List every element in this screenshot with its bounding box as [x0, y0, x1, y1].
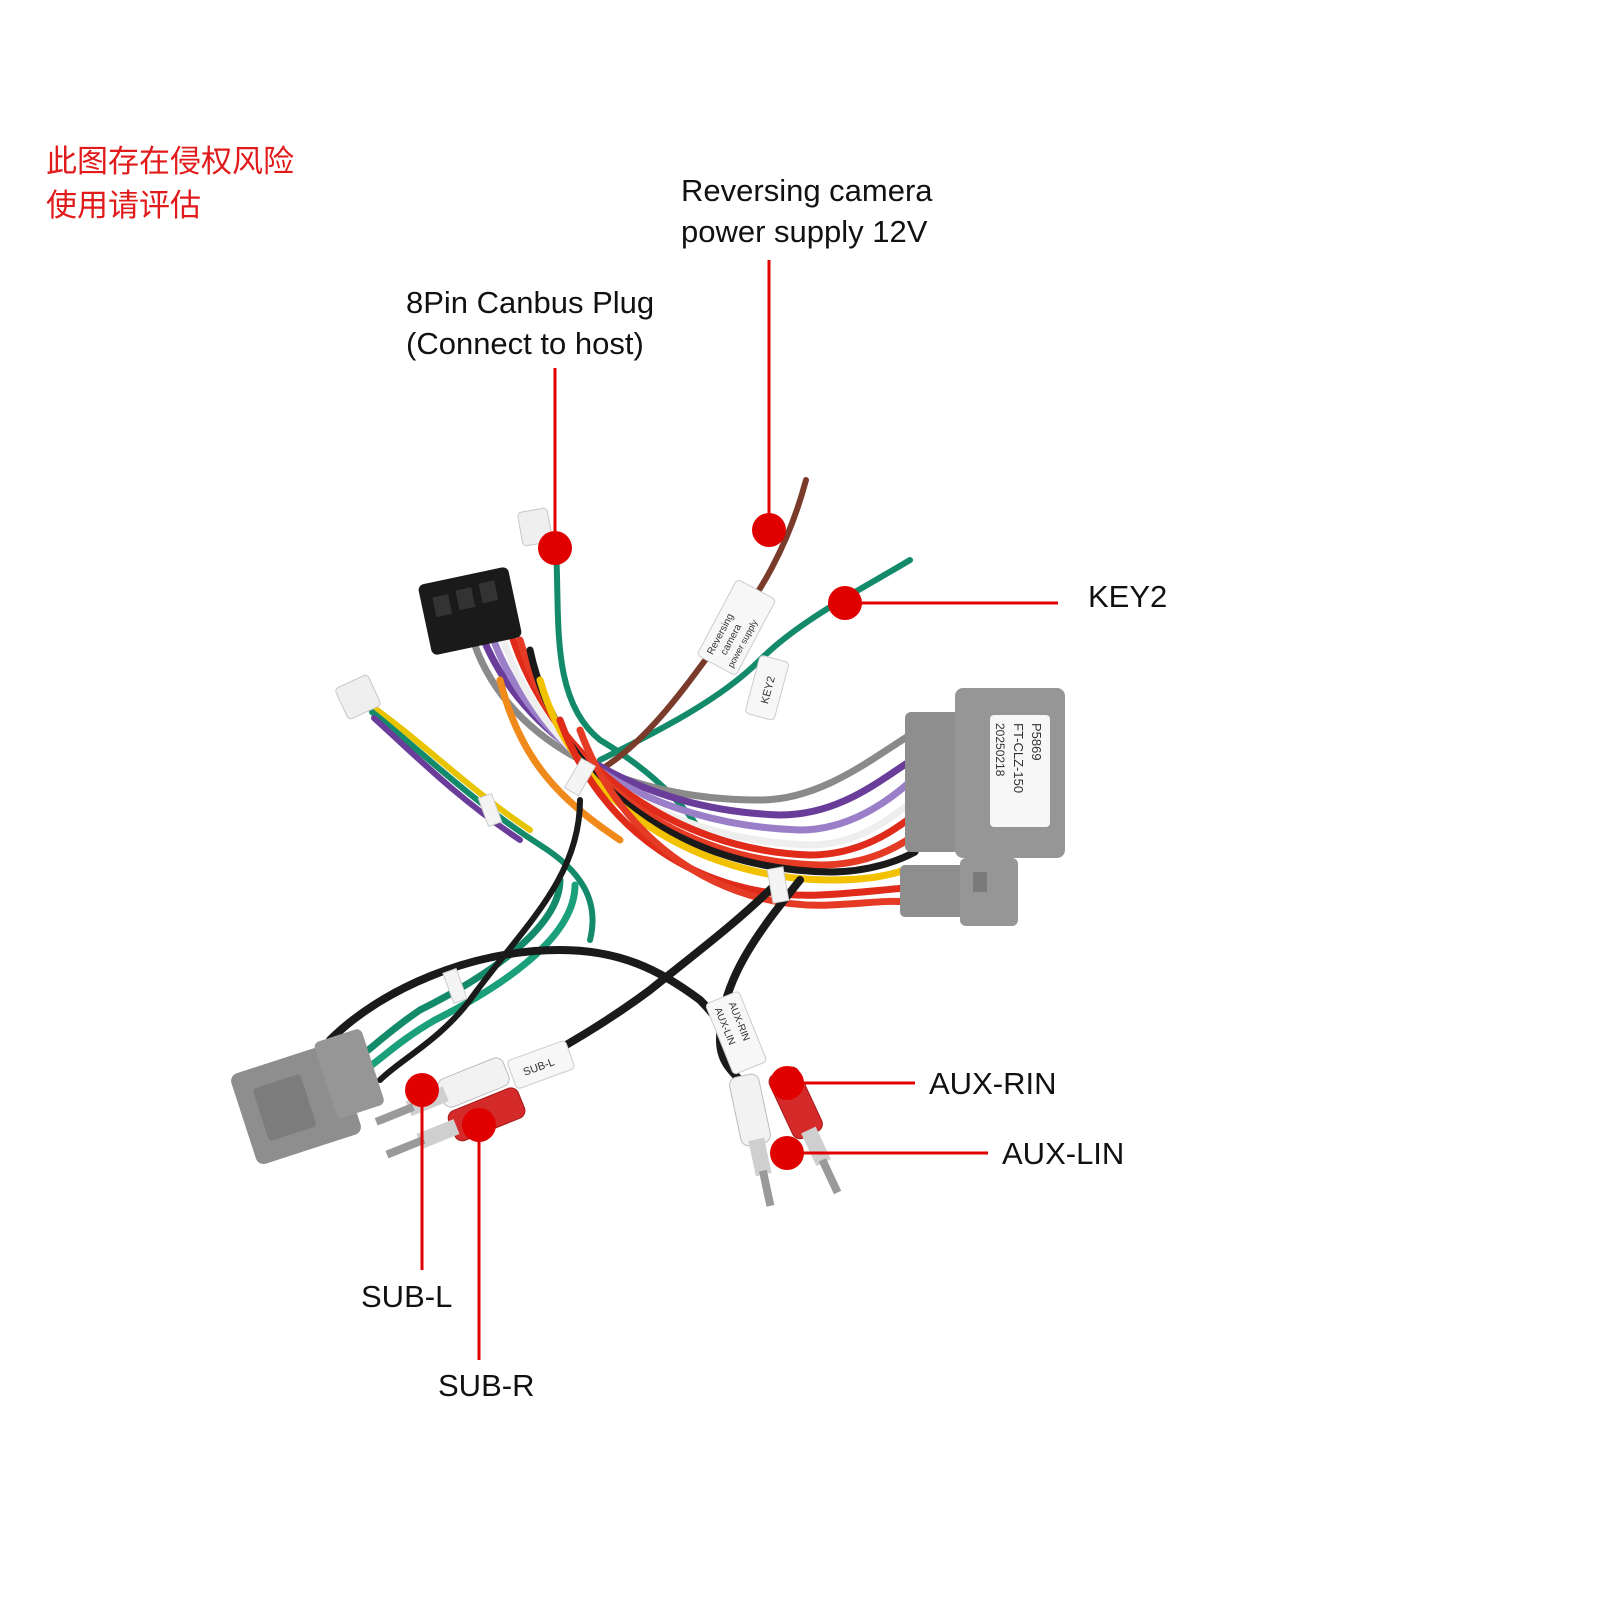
sub-r-label: SUB-R — [438, 1368, 535, 1403]
canbus-plug-label: 8Pin Canbus Plug (Connect to host) — [406, 282, 654, 364]
canbus-plug-label-line1: 8Pin Canbus Plug — [406, 285, 655, 320]
risk-watermark-line2: 使用请评估 — [46, 188, 201, 224]
key2-wire-tag: KEY2 — [745, 655, 789, 721]
green-to-bottom-conn-2 — [361, 881, 579, 1074]
cable-tie — [766, 866, 790, 904]
sub-r-callout-dot — [462, 1108, 496, 1142]
left-white-conn-green — [369, 709, 596, 943]
connector-label-line3: 20250218 — [993, 723, 1007, 777]
aux-wire-tag: AUX-RIN AUX-LIN — [705, 991, 767, 1075]
aux-rin-callout-dot — [770, 1066, 804, 1100]
harness-orange-wire — [496, 676, 624, 844]
cable-tie — [477, 792, 503, 828]
aux-lin-rca-plug — [729, 1073, 775, 1207]
bottom-gray-connector — [231, 1029, 384, 1165]
aux-rin-label: AUX-RIN — [929, 1066, 1057, 1101]
harness-violet-wire — [476, 626, 916, 819]
canbus-plug-label-line2: (Connect to host) — [406, 326, 644, 361]
cable-tie — [442, 967, 468, 1005]
connector-label-line1: P5869 — [1029, 723, 1044, 761]
camera-power-label-line2: power supply 12V — [681, 214, 928, 249]
harness-purple-wire — [486, 626, 916, 834]
sub-l-wire-tag: SUB-L — [507, 1040, 575, 1089]
key2-label: KEY2 — [1088, 579, 1168, 614]
canbus-callout-dot — [538, 531, 572, 565]
left-white-conn-yellow — [367, 702, 533, 833]
left-white-plug — [335, 674, 381, 720]
harness-gray-wire-1 — [466, 626, 914, 804]
small-gray-connector — [900, 858, 1018, 926]
left-white-conn-violet — [371, 715, 523, 843]
harness-white-wire — [496, 626, 918, 849]
aux-lin-label: AUX-LIN — [1002, 1136, 1125, 1171]
aux-lin-callout-dot — [770, 1136, 804, 1170]
green-to-bottom-conn-1 — [351, 876, 564, 1064]
sub-l-callout-dot — [405, 1073, 439, 1107]
reversing-wire-tag: Reversing camera power supply — [697, 579, 776, 675]
sub-l-label: SUB-L — [361, 1279, 453, 1314]
cable-tie — [563, 757, 597, 797]
risk-watermark: 此图存在侵权风险 使用请评估 — [46, 140, 294, 228]
cable-ties — [442, 757, 790, 1005]
camera-power-label-line1: Reversing camera — [681, 173, 933, 208]
sub-black-cable — [377, 797, 583, 1083]
callout-markers — [420, 260, 1058, 1360]
callout-dots — [405, 513, 862, 1170]
risk-watermark-line1: 此图存在侵权风险 — [46, 144, 294, 180]
connector-label-line2: FT-CLZ-150 — [1011, 723, 1026, 793]
camera-power-label: Reversing camera power supply 12V — [681, 170, 933, 252]
vehicle-gray-connector: P5869 FT-CLZ-150 20250218 — [905, 688, 1065, 858]
red-wire-small-conn-1 — [556, 716, 909, 899]
key2-callout-dot — [828, 586, 862, 620]
wire-bundle — [326, 477, 919, 1084]
host-black-plug — [418, 567, 522, 655]
camera-callout-dot — [752, 513, 786, 547]
